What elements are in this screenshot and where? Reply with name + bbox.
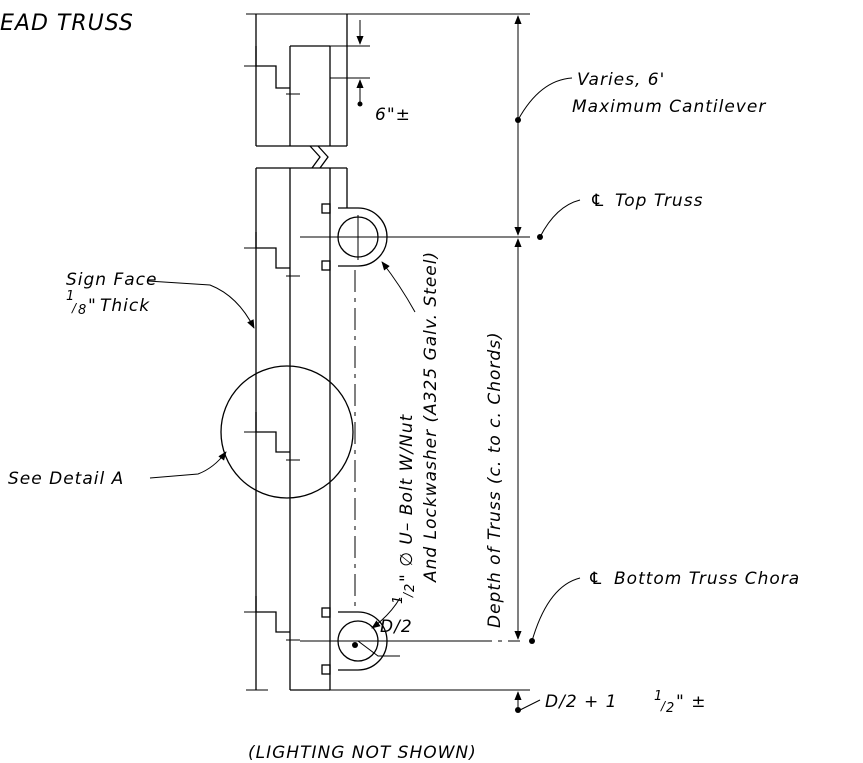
u-bolt-top	[300, 203, 460, 271]
label-maximum-cantilever: Maximum Cantilever	[572, 97, 766, 117]
centerline-symbol-bottom: ℄	[588, 569, 604, 589]
label-sign-face-inch: "	[88, 296, 97, 316]
bolt-frac-slash: /	[401, 591, 415, 598]
label-see-detail-a: See Detail A	[8, 469, 124, 489]
label-sign-face-frac-den: 8	[78, 303, 87, 318]
label-varies: Varies, 6'	[577, 70, 665, 90]
u-bolt-bottom	[300, 607, 520, 675]
label-bottom-truss-chord: Bottom Truss Chora	[614, 569, 800, 589]
label-bottom-dim-frac-num: 1	[654, 689, 663, 704]
bolt-frac-num: 1	[391, 595, 406, 604]
label-bottom-dim-frac-slash: /	[660, 699, 667, 713]
label-bottom-dim-right: " ±	[676, 692, 706, 712]
upper-sign-section	[244, 13, 348, 146]
bolt-line-1: " ∅ U– Bolt W/Nut	[397, 413, 417, 582]
label-d-half: D/2	[380, 617, 413, 637]
bolt-frac-den: 2	[403, 583, 418, 592]
centerline-symbol-top: ℄	[590, 191, 606, 211]
break-lines	[256, 145, 347, 169]
label-bottom-dim-left: D/2 + 1	[545, 692, 618, 712]
drawing-title: EAD TRUSS	[0, 11, 134, 36]
lower-sign-section	[220, 168, 356, 691]
label-sign-face: Sign Face	[66, 270, 158, 290]
dimension-lines	[268, 13, 530, 713]
label-lighting-not-shown: (LIGHTING NOT SHOWN)	[248, 743, 477, 763]
label-depth-of-truss: Depth of Truss (c. to c. Chords)	[485, 331, 505, 628]
bolt-line-2: And Lockwasher (A325 Galv. Steel)	[421, 251, 441, 583]
label-bottom-dim-frac-den: 2	[666, 701, 675, 716]
label-sign-face-thick: Thick	[100, 296, 150, 316]
label-six-inch-tolerance: 6"±	[375, 105, 411, 125]
label-sign-face-frac-num: 1	[66, 289, 75, 304]
detail-a-circle	[220, 365, 354, 499]
leader-lines	[147, 77, 581, 711]
label-top-truss: Top Truss	[615, 191, 703, 211]
bolt-note: 1 / 2 " ∅ U– Bolt W/Nut And Lockwasher (…	[391, 251, 441, 604]
label-sign-face-frac-slash: /	[71, 301, 78, 315]
